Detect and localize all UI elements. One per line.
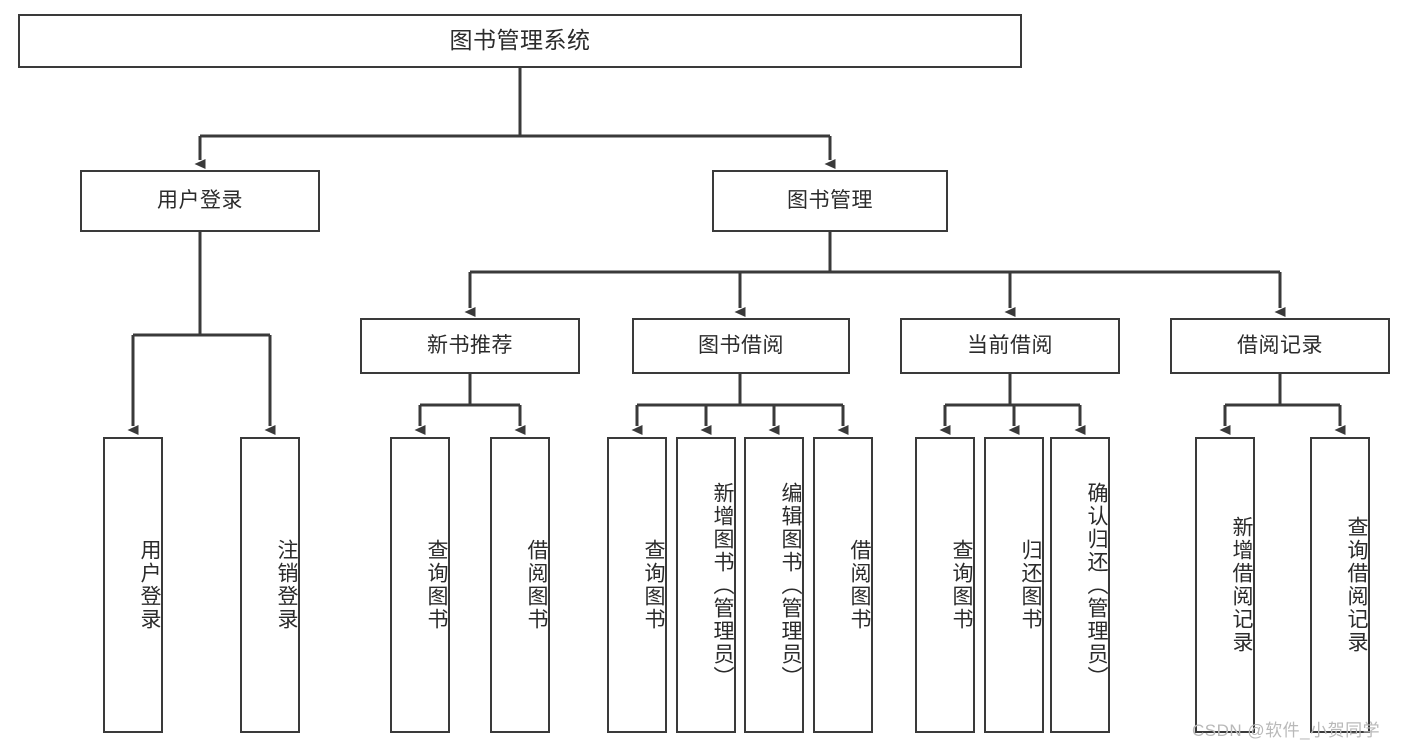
node-label: 当前借阅 bbox=[967, 333, 1053, 357]
node-book-management[interactable]: 图书管理 bbox=[712, 170, 948, 232]
leaf-query-book-recommend[interactable]: 查询图书 bbox=[390, 437, 450, 733]
node-label: 编辑图书（管理员） bbox=[779, 481, 802, 689]
node-new-book-recommend[interactable]: 新书推荐 bbox=[360, 318, 580, 374]
leaf-borrow-book[interactable]: 借阅图书 bbox=[813, 437, 873, 733]
leaf-confirm-return[interactable]: 确认归还（管理员） bbox=[1050, 437, 1110, 733]
node-label: 图书管理系统 bbox=[449, 27, 591, 54]
node-book-borrow[interactable]: 图书借阅 bbox=[632, 318, 850, 374]
node-label: 新增借阅记录 bbox=[1230, 516, 1253, 654]
csdn-watermark: CSDN @软件_小贺同学 bbox=[1192, 721, 1381, 740]
leaf-add-book[interactable]: 新增图书（管理员） bbox=[676, 437, 736, 733]
node-label: 借阅记录 bbox=[1237, 333, 1323, 357]
leaf-borrow-book-recommend[interactable]: 借阅图书 bbox=[490, 437, 550, 733]
node-label: 用户登录 bbox=[138, 539, 161, 631]
node-label: 查询图书 bbox=[950, 539, 973, 631]
leaf-logout-login[interactable]: 注销登录 bbox=[240, 437, 300, 733]
node-label: 注销登录 bbox=[275, 539, 298, 631]
node-borrow-record[interactable]: 借阅记录 bbox=[1170, 318, 1390, 374]
node-label: 确认归还（管理员） bbox=[1085, 481, 1108, 689]
node-label: 查询图书 bbox=[425, 539, 448, 631]
node-label: 图书管理 bbox=[787, 188, 873, 212]
leaf-user-login[interactable]: 用户登录 bbox=[103, 437, 163, 733]
node-label: 图书借阅 bbox=[698, 333, 784, 357]
node-label: 查询借阅记录 bbox=[1345, 516, 1368, 654]
leaf-query-book-current[interactable]: 查询图书 bbox=[915, 437, 975, 733]
leaf-query-borrow-record[interactable]: 查询借阅记录 bbox=[1310, 437, 1370, 733]
node-label: 查询图书 bbox=[642, 539, 665, 631]
node-current-borrow[interactable]: 当前借阅 bbox=[900, 318, 1120, 374]
leaf-query-book-borrow[interactable]: 查询图书 bbox=[607, 437, 667, 733]
node-label: 借阅图书 bbox=[525, 539, 548, 631]
node-user-login[interactable]: 用户登录 bbox=[80, 170, 320, 232]
leaf-add-borrow-record[interactable]: 新增借阅记录 bbox=[1195, 437, 1255, 733]
leaf-edit-book[interactable]: 编辑图书（管理员） bbox=[744, 437, 804, 733]
node-label: 新书推荐 bbox=[427, 333, 513, 357]
leaf-return-book[interactable]: 归还图书 bbox=[984, 437, 1044, 733]
node-label: 用户登录 bbox=[157, 188, 243, 212]
node-root-system[interactable]: 图书管理系统 bbox=[18, 14, 1022, 68]
node-label: 借阅图书 bbox=[848, 539, 871, 631]
node-label: 新增图书（管理员） bbox=[711, 481, 734, 689]
node-label: 归还图书 bbox=[1019, 539, 1042, 631]
